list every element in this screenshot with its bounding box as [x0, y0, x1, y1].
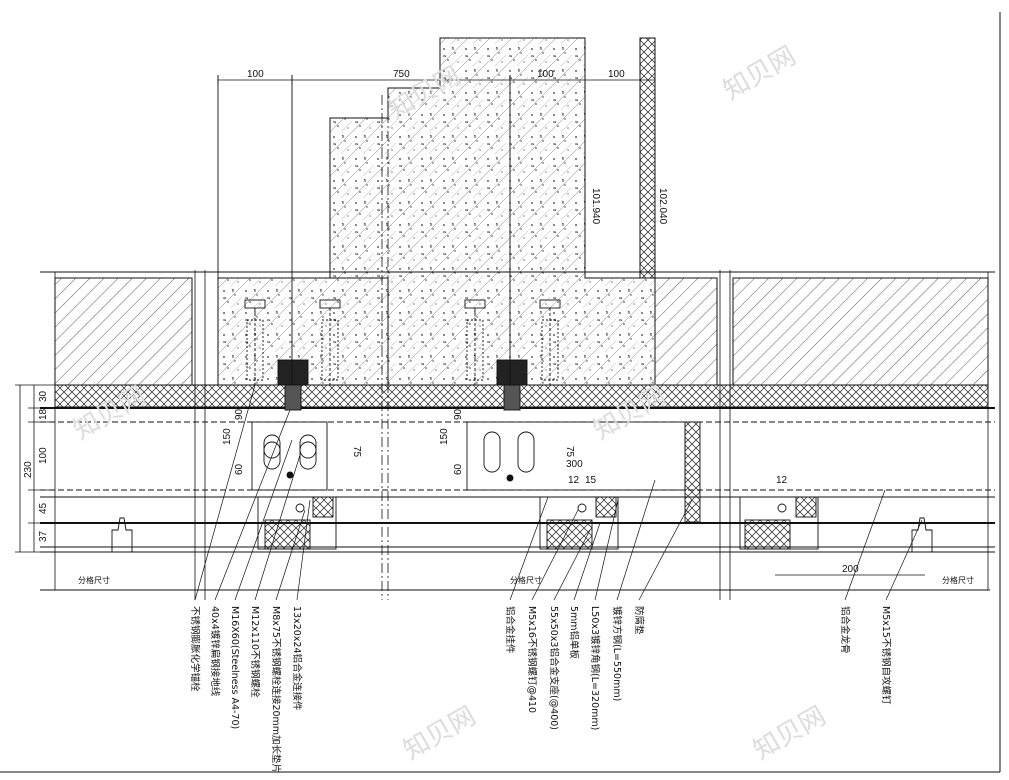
dim-left-18: 18: [38, 408, 49, 420]
callout-m5x16-screw: M5x16不锈钢螺钉@410: [526, 606, 538, 713]
node-dimensions: 90 150 60 90 150 60 75 75 300 12 15 12 2…: [222, 408, 859, 575]
left-dimensions: 30 18 230 100 45 37: [23, 390, 49, 542]
dim-top-3: 100: [537, 69, 554, 80]
watermark-5: 知贝网: [399, 701, 482, 766]
dim-node-mid-90: 90: [453, 408, 464, 420]
callout-m8-bolt: M8x75不锈钢螺栓连接20mm加长垫片: [270, 606, 282, 773]
leader-lines: [194, 384, 923, 601]
watermark-2: 知贝网: [719, 41, 802, 106]
dim-node-mid-60: 60: [453, 463, 464, 475]
callouts: 不锈钢膨胀化学锚栓 40x4镀锌扁钢接地线 M16X60(Steelness A…: [189, 606, 892, 773]
callout-square-steel: 镀锌方钢(L=550mm): [611, 606, 623, 701]
dim-left-30: 30: [38, 390, 49, 402]
dim-left-37: 37: [38, 530, 49, 542]
dim-75-mid: 75: [564, 446, 575, 458]
grid-size-labels: 分格尺寸 分格尺寸 分格尺寸: [78, 575, 974, 585]
anchor-node-right: [739, 496, 819, 550]
dim-top-2: 750: [393, 69, 410, 80]
dim-top-4: 100: [608, 69, 625, 80]
dim-12-right: 12: [776, 475, 788, 486]
dim-75-left: 75: [351, 446, 362, 458]
dim-top-1: 100: [247, 69, 264, 80]
callout-anticorrosion-pad: 防腐垫: [633, 606, 645, 635]
break-lines: [54, 95, 989, 600]
elevation-102040: 102.040: [657, 188, 668, 225]
dim-left-100: 100: [38, 447, 49, 464]
anchor-node-middle: [464, 75, 701, 550]
callout-chemical-anchor: 不锈钢膨胀化学锚栓: [189, 606, 201, 692]
drawing-frame: [0, 12, 1001, 773]
dim-200: 200: [842, 564, 859, 575]
grid-label-left: 分格尺寸: [78, 575, 110, 585]
callout-aluminium-hanger: 铝合金挂件: [504, 606, 516, 654]
callout-aluminium-support: 55x50x3铝合金支座(@400): [548, 606, 560, 730]
top-dimension-line: [217, 75, 656, 85]
callout-m16-bolt: M16X60(Steelness A4-70): [229, 606, 240, 729]
watermark-6: 知贝网: [749, 701, 832, 766]
dim-12-mid: 12: [568, 475, 580, 486]
anchor-node-left: [217, 75, 341, 550]
grid-label-right: 分格尺寸: [942, 575, 974, 585]
dim-300: 300: [566, 459, 583, 470]
dim-left-45: 45: [38, 502, 49, 514]
callout-aluminium-keel: 铝合金龙骨: [839, 606, 851, 654]
callout-aluminium-panel: 5mm铝单板: [568, 606, 580, 660]
callout-tapping-screw: M5x15不锈钢自攻螺钉: [880, 606, 892, 705]
elevation-marks: 101.940 102.040: [590, 188, 668, 225]
concrete-structure: [217, 37, 656, 386]
dim-node-left-60: 60: [234, 463, 245, 475]
callout-aluminium-connector: 13x20x24铝合金连接件: [291, 606, 303, 711]
top-dimensions: 100 750 100 100: [247, 69, 625, 80]
dim-node-left-150: 150: [222, 428, 233, 445]
grid-label-middle: 分格尺寸: [510, 575, 542, 585]
left-dimension-chain: [15, 384, 55, 553]
dim-left-230: 230: [23, 461, 34, 478]
callout-m12-bolt: M12x110不锈钢螺栓: [249, 606, 261, 698]
callout-angle-steel: L50x3镀锌角钢(L=320mm): [589, 606, 601, 730]
dim-node-mid-150: 150: [439, 428, 450, 445]
callout-earthing-flat-steel: 40x4镀锌扁钢接地线: [209, 606, 221, 697]
elevation-101940: 101.940: [590, 188, 601, 225]
edge-keels: [111, 517, 933, 552]
dim-15: 15: [585, 475, 597, 486]
dim-node-left-90: 90: [234, 408, 245, 420]
